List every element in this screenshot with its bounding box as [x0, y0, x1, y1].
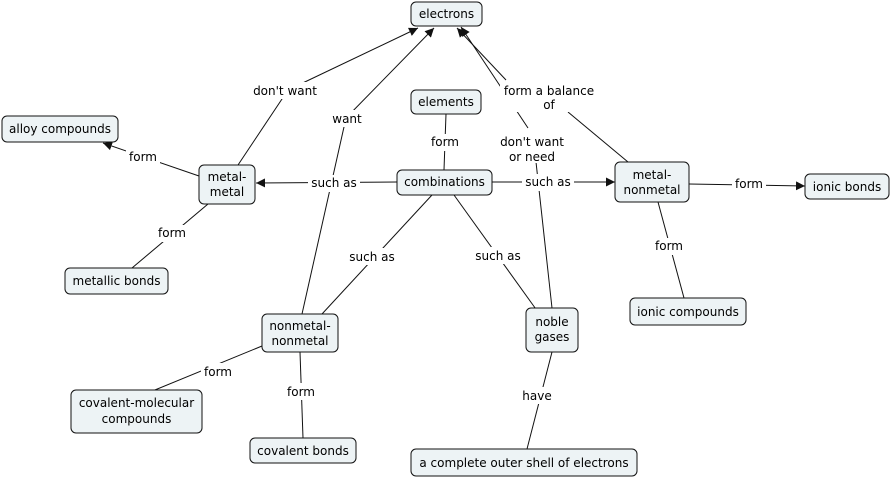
edge-metal-metal-to-electrons-arrow [287, 27, 419, 91]
node-covalent-bonds[interactable]: covalent bonds [249, 437, 357, 464]
node-complete-outer-shell-label: a complete outer shell of electrons [419, 456, 628, 470]
node-metallic-bonds[interactable]: metallic bonds [64, 267, 169, 295]
link-want: want [332, 112, 362, 126]
link-ionic-bonds-form: form [735, 177, 763, 191]
node-ionic-bonds-label: ionic bonds [813, 180, 881, 194]
node-covalent-molecular-compounds[interactable]: covalent-molecular compounds [70, 389, 203, 434]
link-noble-such-as: such as [475, 249, 520, 263]
node-alloy-compounds[interactable]: alloy compounds [1, 115, 119, 143]
link-dont-want: don't want [253, 84, 317, 98]
link-labels: don't want want form a balance of don't … [126, 82, 766, 404]
edge-nonmetal-to-electrons [301, 117, 347, 315]
link-form-a-balance-line2: of [543, 98, 555, 112]
link-metallic-form: form [158, 226, 186, 240]
node-covalent-molecular-line1: covalent-molecular [79, 396, 194, 410]
node-elements[interactable]: elements [410, 89, 482, 115]
node-electrons-label: electrons [419, 7, 474, 21]
link-dont-want-or-need-line2: or need [509, 150, 555, 164]
node-ionic-bonds[interactable]: ionic bonds [804, 173, 890, 200]
link-alloy-form: form [129, 150, 157, 164]
node-combinations-label: combinations [404, 175, 485, 189]
node-ionic-compounds[interactable]: ionic compounds [629, 297, 747, 326]
node-metal-nonmetal-line1: metal- [633, 168, 672, 182]
link-form-a-balance-line1: form a balance [504, 84, 594, 98]
edge-metal-nonmetal-to-electrons-arrow [456, 27, 507, 81]
node-noble-gases[interactable]: noble gases [525, 307, 579, 353]
node-electrons[interactable]: electrons [410, 1, 483, 27]
link-nonmetal-such-as: such as [349, 250, 394, 264]
link-covalent-molecular-form: form [204, 365, 232, 379]
link-ionic-compounds-form: form [655, 239, 683, 253]
link-dont-want-or-need-line1: don't want [500, 135, 564, 149]
node-covalent-molecular-line2: compounds [102, 412, 172, 426]
link-metal-metal-such-as: such as [311, 176, 356, 190]
node-nonmetal-nonmetal[interactable]: nonmetal- nonmetal [261, 313, 339, 353]
edge-metal-metal-to-electrons [237, 89, 289, 166]
node-elements-label: elements [418, 95, 474, 109]
node-metal-metal[interactable]: metal- metal [198, 164, 256, 205]
node-metal-metal-line2: metal [210, 185, 244, 199]
node-covalent-bonds-label: covalent bonds [257, 444, 349, 458]
node-metal-metal-line1: metal- [208, 170, 247, 184]
node-metal-nonmetal[interactable]: metal- nonmetal [614, 161, 690, 203]
node-nonmetal-nonmetal-line1: nonmetal- [269, 319, 330, 333]
node-metallic-bonds-label: metallic bonds [73, 274, 161, 288]
node-alloy-compounds-label: alloy compounds [9, 122, 111, 136]
node-ionic-compounds-label: ionic compounds [637, 305, 739, 319]
edge-metal-nonmetal-to-electrons [567, 111, 629, 163]
link-metal-nonmetal-such-as: such as [525, 175, 570, 189]
node-noble-gases-line2: gases [535, 330, 570, 344]
link-have: have [522, 389, 551, 403]
node-noble-gases-line1: noble [535, 315, 568, 329]
edge-nonmetal-to-electrons-arrow [345, 27, 435, 119]
node-complete-outer-shell[interactable]: a complete outer shell of electrons [410, 448, 638, 477]
node-combinations[interactable]: combinations [396, 169, 493, 196]
node-metal-nonmetal-line2: nonmetal [623, 183, 680, 197]
link-elements-form: form [431, 135, 459, 149]
link-covalent-bonds-form: form [287, 385, 315, 399]
node-nonmetal-nonmetal-line2: nonmetal [271, 334, 328, 348]
